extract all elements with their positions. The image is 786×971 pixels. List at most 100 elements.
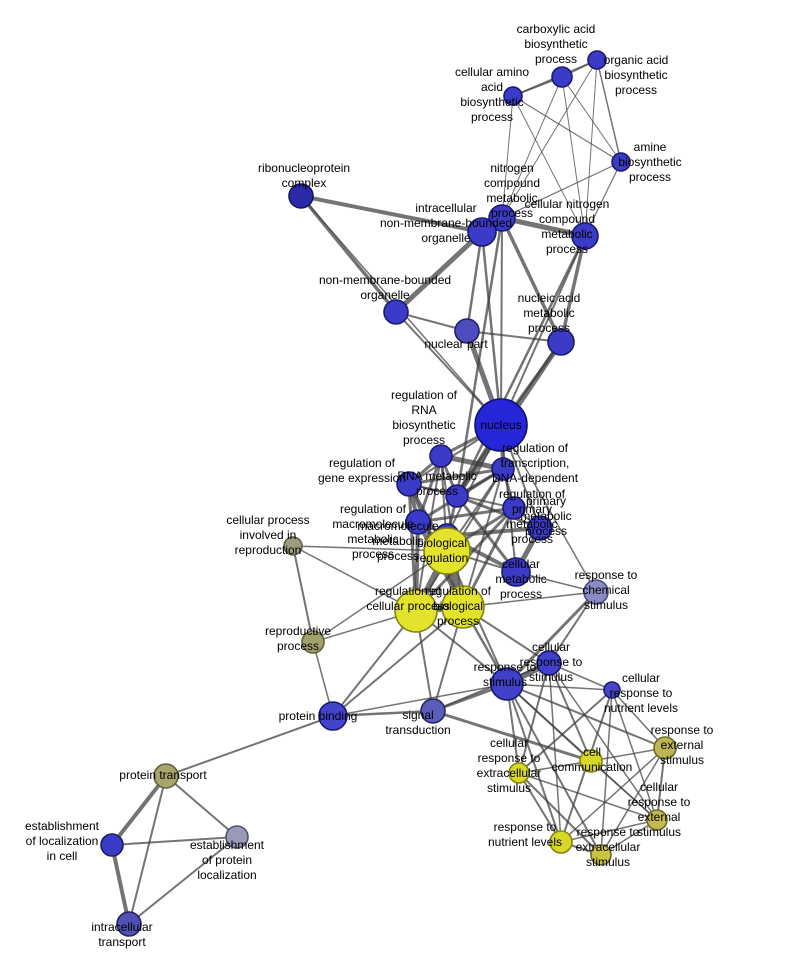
edge-ca-nc <box>501 76 563 219</box>
node-nmbo[interactable] <box>383 299 409 325</box>
node-rbp[interactable] <box>441 585 485 629</box>
edge-cc-cres <box>518 760 592 774</box>
edge-rcs-crs <box>548 591 597 664</box>
edge-pb-pt <box>165 715 334 777</box>
node-rtd[interactable] <box>491 457 515 481</box>
edge-ca-cnc <box>561 76 586 237</box>
edge-cnc-nam <box>559 234 587 344</box>
edge-rtd-rbp <box>462 468 504 608</box>
edge-nc-cnc <box>499 215 588 239</box>
edge-rcs-nu <box>500 424 597 593</box>
edge-rcp-cpr <box>292 545 417 612</box>
edge-pt-it <box>128 775 167 925</box>
node-cc[interactable] <box>579 749 603 773</box>
edge-ca-am <box>561 76 622 163</box>
node-elc[interactable] <box>100 833 124 857</box>
edge-cpr-br <box>292 545 448 552</box>
node-crs[interactable] <box>536 650 562 676</box>
edge-caa-nc <box>501 95 514 219</box>
edge-rs-rexs <box>506 683 602 856</box>
node-am[interactable] <box>611 152 631 172</box>
node-st[interactable] <box>420 698 446 724</box>
node-rexs[interactable] <box>590 844 612 866</box>
node-rmm[interactable] <box>405 509 431 535</box>
edge-res-rnl <box>560 747 666 843</box>
edge-cc-crexs <box>590 760 658 821</box>
edge-caa-am <box>512 95 622 163</box>
node-oa[interactable] <box>587 50 607 70</box>
edge-elc-it <box>110 843 131 926</box>
edge-crs-cc <box>548 662 592 762</box>
node-nc[interactable] <box>488 204 516 232</box>
edge-oa-nc <box>501 59 598 219</box>
node-cres[interactable] <box>508 762 530 784</box>
edge-rcp-pb <box>332 610 417 717</box>
node-it[interactable] <box>116 911 142 937</box>
node-epl[interactable] <box>225 825 249 849</box>
node-rnl[interactable] <box>549 830 573 854</box>
node-crnl[interactable] <box>603 681 621 699</box>
node-inmbo[interactable] <box>467 217 497 247</box>
node-pb[interactable] <box>318 701 348 731</box>
node-rpm[interactable] <box>502 496 526 520</box>
node-nam[interactable] <box>547 328 575 356</box>
node-cmp[interactable] <box>501 557 531 587</box>
nodes-layer <box>100 50 677 937</box>
edge-rcs-rs <box>505 590 598 686</box>
edge-cnc-nu <box>500 235 586 426</box>
edge-elc-epl <box>111 836 238 846</box>
node-nu[interactable] <box>474 398 528 452</box>
edge-crs-crexs <box>548 662 658 821</box>
node-rs[interactable] <box>490 667 524 701</box>
node-rnp[interactable] <box>288 183 314 209</box>
edge-pt-elc <box>110 774 168 847</box>
node-res[interactable] <box>653 736 677 760</box>
node-rcs[interactable] <box>583 579 609 605</box>
edge-pb-rs <box>332 683 508 717</box>
edge-cres-rnl <box>518 772 562 843</box>
edge-rmp-pmp <box>455 494 542 530</box>
node-rmp[interactable] <box>445 484 469 508</box>
edge-rnp-nmbo <box>299 194 398 314</box>
node-rge[interactable] <box>396 471 422 497</box>
edge-am-nc <box>501 161 622 219</box>
node-br[interactable] <box>423 527 471 575</box>
node-cnc[interactable] <box>571 222 599 250</box>
edge-cc-st <box>431 709 593 763</box>
edge-cres-crexs <box>518 772 658 821</box>
edge-nc-nam <box>500 216 563 344</box>
node-rrb[interactable] <box>429 444 453 468</box>
node-rcp[interactable] <box>394 589 438 633</box>
node-cpr[interactable] <box>283 536 303 556</box>
edge-inmbo-np <box>465 230 484 333</box>
node-crexs[interactable] <box>646 809 668 831</box>
edge-epl-it <box>128 836 238 925</box>
node-np[interactable] <box>454 318 480 344</box>
edge-res-crexs <box>656 747 666 821</box>
edge-cnc-rmp <box>455 234 587 498</box>
edge-rs-rnl <box>506 683 562 843</box>
edge-caa-cnc <box>512 95 586 237</box>
edges-layer <box>110 59 666 926</box>
edge-crnl-crexs <box>611 689 658 821</box>
edge-rtd-rge <box>407 467 505 486</box>
edge-nc-rmp <box>455 216 504 498</box>
edge-crnl-rexs <box>600 689 613 856</box>
edge-crnl-cres <box>518 689 613 774</box>
node-rp[interactable] <box>301 630 325 654</box>
node-pt[interactable] <box>153 763 179 789</box>
edge-pb-st <box>331 709 435 718</box>
edge-oa-cnc <box>584 59 598 237</box>
edge-inmbo-nu <box>480 230 503 427</box>
node-pmp[interactable] <box>527 515 553 541</box>
node-ca[interactable] <box>551 66 573 88</box>
edge-cres-rexs <box>518 772 602 856</box>
edge-crnl-res <box>611 689 666 749</box>
edge-rp-br <box>312 550 448 643</box>
node-caa[interactable] <box>503 86 523 106</box>
edge-rmm-rpm <box>416 506 516 524</box>
